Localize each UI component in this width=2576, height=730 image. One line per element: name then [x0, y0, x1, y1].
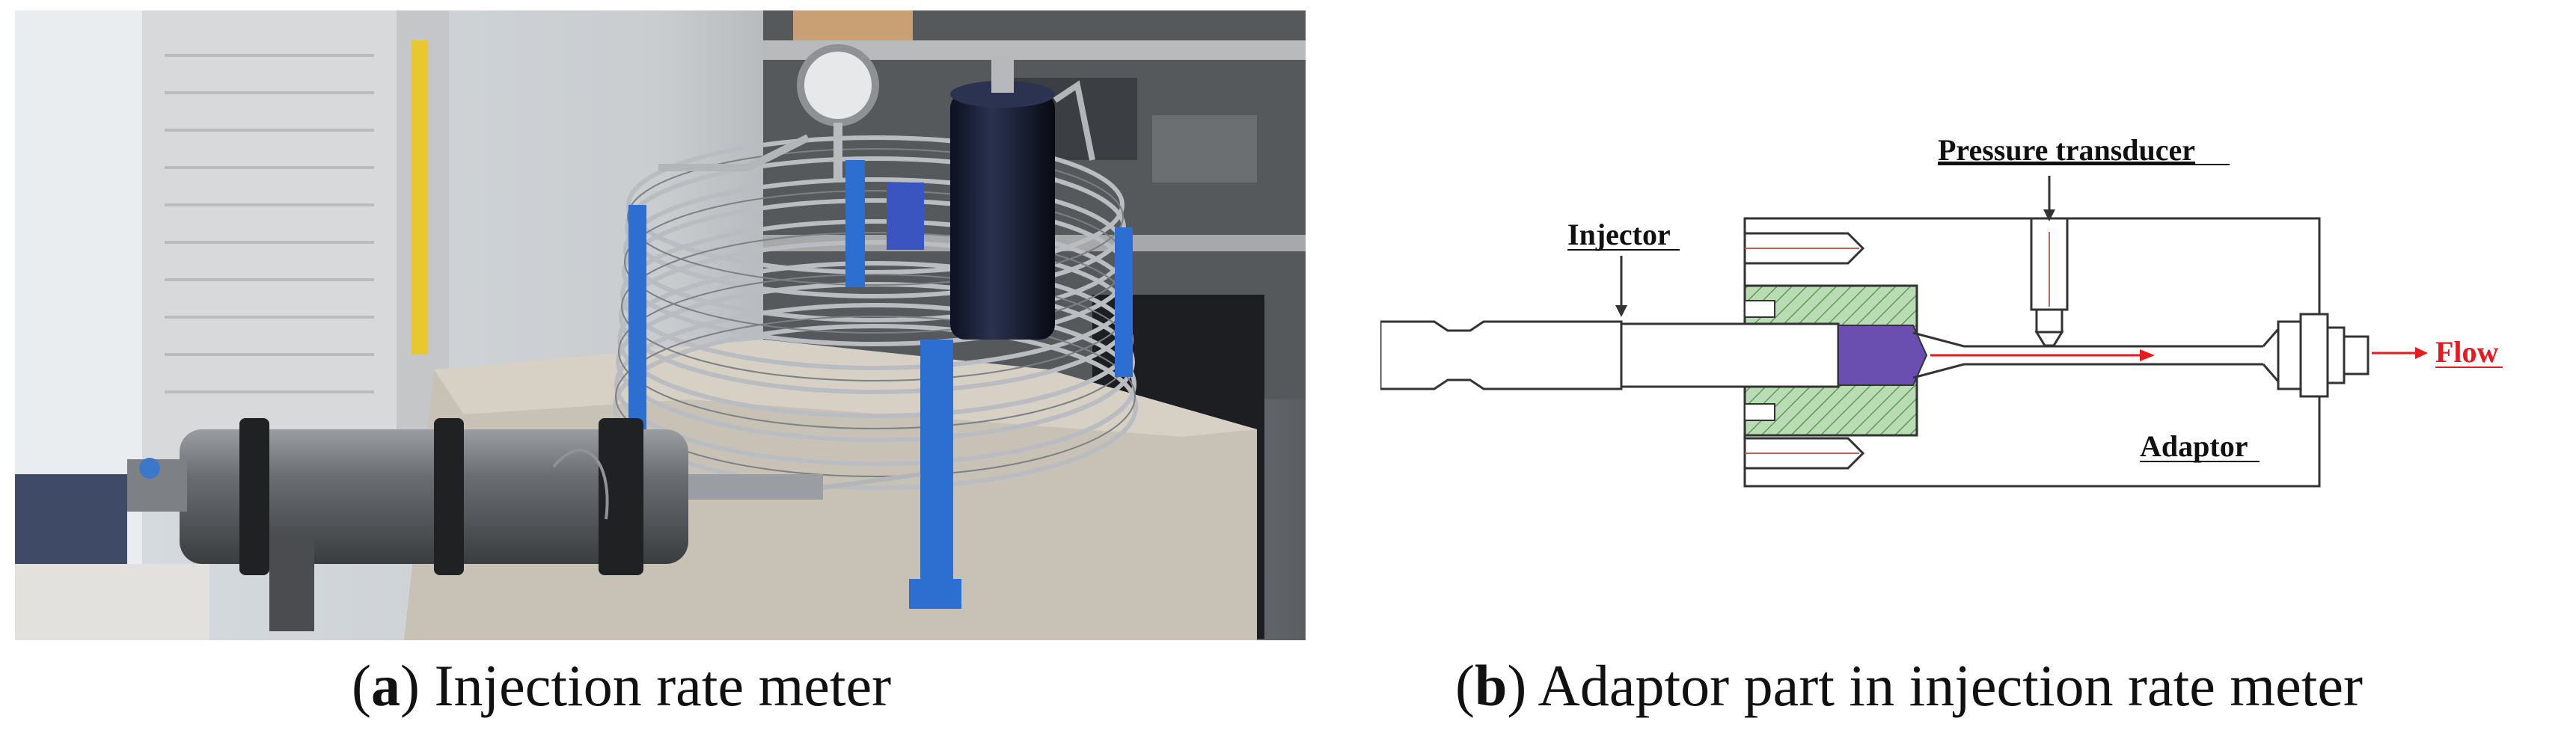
caption-a-open: (	[352, 653, 371, 718]
injection-rate-meter-photo	[15, 10, 1306, 640]
black-accumulator	[950, 93, 1055, 340]
pressure-transducer-body	[2030, 217, 2069, 347]
caption-a: (a) Injection rate meter	[352, 652, 891, 720]
caption-a-letter: a	[370, 653, 400, 718]
caption-a-close: )	[400, 653, 420, 718]
flow-label: Flow	[2435, 335, 2499, 369]
pressure-transducer-label: Pressure transducer	[1938, 133, 2195, 167]
adaptor-label: Adaptor	[2140, 429, 2248, 463]
photo-illustration	[15, 10, 1306, 640]
caption-b-letter: b	[1474, 653, 1508, 718]
injector-nozzle	[1838, 325, 1928, 386]
bolt-holes	[1743, 232, 1865, 470]
caption-b: (b) Adaptor part in injection rate meter	[1455, 652, 2363, 720]
caption-b-open: (	[1455, 653, 1475, 718]
adaptor-schematic: Pressure transducer Injector Adaptor Flo…	[1379, 90, 2576, 509]
adaptor-diagram: Pressure transducer Injector Adaptor Flo…	[1379, 133, 2503, 488]
outlet-fitting	[2277, 313, 2370, 398]
flow-passage	[1912, 328, 2280, 382]
blue-brackets	[628, 160, 1133, 609]
yellow-label-strip	[412, 40, 428, 355]
caption-b-close: )	[1507, 653, 1527, 718]
caption-a-text: Injection rate meter	[419, 653, 892, 718]
caption-b-text: Adaptor part in injection rate meter	[1526, 653, 2363, 718]
pressure-gauge	[797, 44, 879, 126]
injector-body	[1379, 320, 1840, 390]
injector-label: Injector	[1567, 218, 1671, 251]
